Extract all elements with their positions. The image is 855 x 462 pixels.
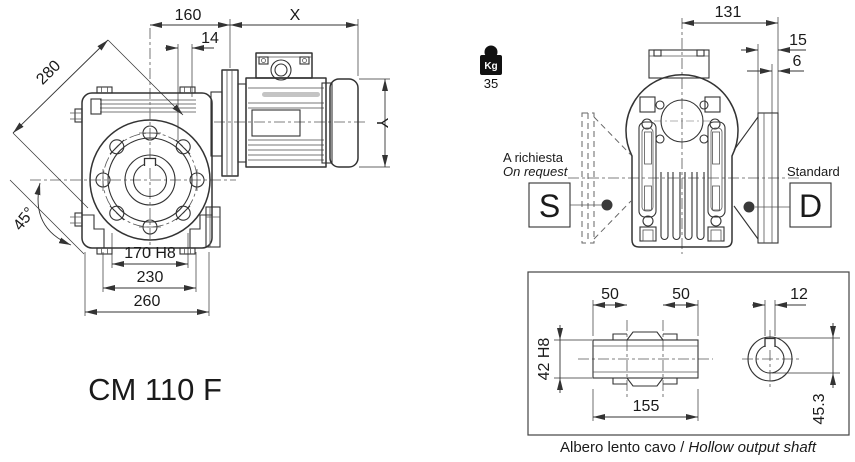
- option-d-box: [789, 182, 832, 228]
- dim-6-label: 6: [793, 53, 802, 70]
- end-keyway: [764, 337, 776, 347]
- shaft-dimensions: 50 50 42 H8 155 12 45.3: [536, 286, 840, 425]
- center-lines: [30, 28, 368, 256]
- callout-dot-left: [601, 199, 613, 211]
- shaft-caption-english: Hollow output shaft: [688, 439, 816, 456]
- standard-label: Standard: [787, 164, 840, 179]
- cable-gland: [270, 59, 292, 81]
- dim-160-label: 160: [175, 7, 202, 24]
- dim-12-label: 12: [790, 286, 808, 303]
- dim-x-label: X: [290, 7, 301, 24]
- on-request-label-en: On request: [503, 164, 569, 179]
- shaft-hub: [626, 331, 664, 387]
- output-flange: [89, 119, 211, 241]
- flange-left-dashed: [581, 112, 632, 244]
- dim-453-label: 45.3: [811, 393, 828, 424]
- dim-45deg-label: 45°: [10, 204, 38, 234]
- shaft-caption: Albero lento cavo / Hollow output shaft: [560, 439, 817, 456]
- shaft-detail: 50 50 42 H8 155 12 45.3 Alb: [527, 271, 850, 456]
- dim-280-label: 280: [33, 57, 64, 88]
- side-view-dimensions: 160 X 14 280 45° 170 H8: [9, 7, 390, 316]
- shaft-caption-italian: Albero lento cavo /: [560, 439, 688, 456]
- weight-value: 35: [484, 76, 498, 91]
- side-view: 160 X 14 280 45° 170 H8: [9, 7, 390, 407]
- dim-131-label: 131: [715, 4, 742, 21]
- keyway-notch: [143, 157, 157, 166]
- dim-170h8-label: 170 H8: [124, 245, 176, 262]
- weight-unit-label: Kg: [484, 61, 497, 72]
- shaft-side-section: [578, 320, 713, 398]
- option-d-code: D: [799, 188, 822, 224]
- dim-260-label: 260: [134, 293, 161, 310]
- front-view-dimensions: 131 15 6: [682, 4, 807, 113]
- dim-y-label: Y: [373, 118, 390, 129]
- gear-unit-body: [70, 86, 221, 255]
- cooling-fins: [660, 172, 705, 241]
- front-view: Kg 35: [480, 4, 840, 254]
- motor-flange: [221, 69, 239, 177]
- dim-155-label: 155: [633, 398, 660, 415]
- front-body: [625, 49, 739, 248]
- detail-box-frame: [527, 271, 850, 436]
- motor-nameplate: [251, 109, 301, 137]
- dim-50-left-label: 50: [601, 286, 619, 303]
- motor-highlight-stripe: [262, 92, 320, 97]
- dim-50-right-label: 50: [672, 286, 690, 303]
- motor-body: [245, 77, 327, 168]
- flange-right-standard: [733, 112, 779, 244]
- motor-assembly: [210, 52, 359, 177]
- weight-icon: Kg: [480, 45, 502, 75]
- callout-dot-right: [743, 201, 755, 213]
- dim-42h8-label: 42 H8: [536, 338, 553, 381]
- motor-end-cap: [329, 78, 359, 168]
- terminal-box: [255, 52, 313, 81]
- model-title: CM 110 F: [88, 372, 222, 407]
- dim-14-label: 14: [201, 30, 219, 47]
- option-on-request: A richiesta On request S: [503, 150, 613, 228]
- dim-230-label: 230: [137, 269, 164, 286]
- option-s-code: S: [539, 188, 560, 224]
- dim-15-label: 15: [789, 32, 807, 49]
- shaft-end-section: [742, 330, 800, 388]
- option-standard: Standard D: [743, 164, 840, 228]
- on-request-label-it: A richiesta: [503, 150, 564, 165]
